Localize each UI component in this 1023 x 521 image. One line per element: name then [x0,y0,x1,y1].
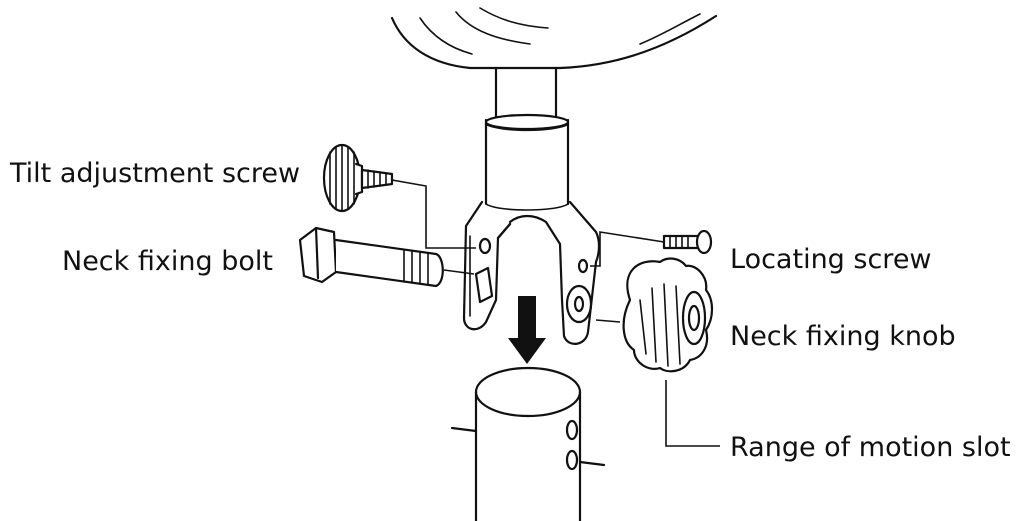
lower-post [450,366,606,521]
label-tilt-adjustment-screw: Tilt adjustment screw [9,158,300,189]
neck-tube [484,66,570,211]
yoke-bracket [462,200,601,345]
upper-housing [390,7,718,70]
down-arrow-icon [508,296,546,364]
label-locating-screw: Locating screw [730,244,932,275]
leader-lines [391,179,720,447]
locating-screw [662,229,713,255]
label-neck-fixing-bolt: Neck fixing bolt [62,246,273,277]
neck-fixing-bolt [298,226,444,288]
label-range-of-motion-slot: Range of motion slot [730,432,1011,463]
neck-fixing-knob [622,257,714,373]
label-neck-fixing-knob: Neck fixing knob [730,321,956,352]
tilt-adjustment-screw [322,143,394,213]
